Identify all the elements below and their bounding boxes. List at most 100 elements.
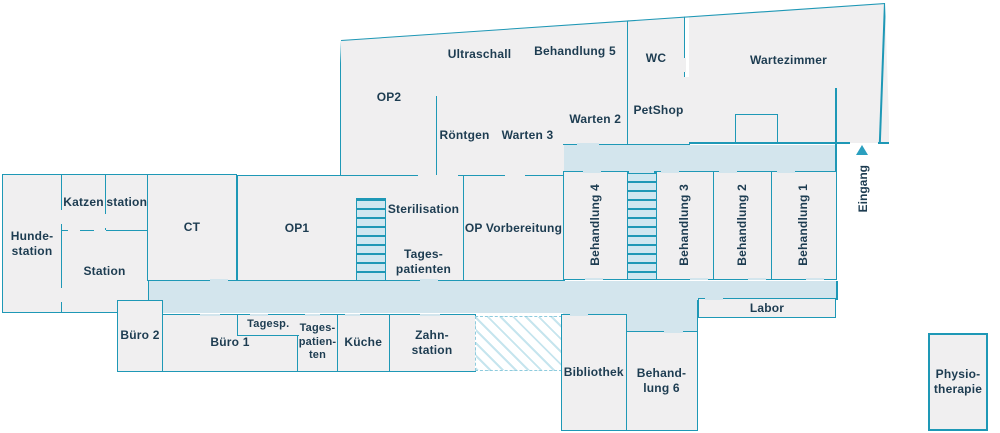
entrance-arrow-icon — [856, 145, 868, 155]
door-gap — [491, 128, 494, 148]
room-station-label: Station — [83, 264, 126, 278]
corridor-upper-right — [564, 144, 835, 172]
room-buero2-label: Büro 2 — [120, 328, 160, 343]
room-behandlung2-label: Behandlung 2 — [735, 184, 750, 266]
room-op2: OP2 — [340, 18, 438, 177]
room-katzenstation-left: Katzen — [60, 174, 107, 232]
room-behandlung3-label: Behandlung 3 — [677, 184, 692, 266]
room-tagespatienten-unten-label: Tages- patien- ten — [298, 321, 337, 362]
room-bibliothek: Bibliothek — [560, 313, 627, 431]
room-labor: Labor — [698, 298, 836, 318]
room-sterilisation: Sterilisation — [384, 175, 464, 245]
room-op2-label: OP2 — [376, 89, 402, 104]
room-petshop-label: PetShop — [633, 102, 684, 117]
room-op-vorbereitung-label: OP Vorbereitung — [464, 220, 563, 235]
door-gap — [68, 230, 80, 233]
door-gap — [690, 277, 708, 280]
room-zahnstation-label: Zahn- station — [411, 327, 453, 357]
room-kueche-label: Küche — [344, 335, 383, 349]
room-roentgen: Röntgen — [436, 95, 493, 177]
room-behandlung5: Behandlung 5 — [522, 6, 629, 97]
door-gap — [705, 298, 723, 301]
room-behandlung1: Behandlung 1 — [771, 170, 837, 280]
wall-corridor-right-end — [835, 281, 838, 300]
wartezimmer-vestibule — [735, 113, 778, 143]
door-gap — [806, 277, 824, 280]
door-gap — [683, 58, 686, 72]
door-gap — [585, 277, 603, 280]
room-tagespatienten-mitte: Tages- patienten — [384, 243, 464, 281]
door-gap — [60, 210, 63, 224]
door-gap — [390, 243, 406, 246]
wall-wartezimmer-bottom-corner — [878, 141, 889, 144]
door-gap — [661, 170, 679, 173]
door-gap — [60, 288, 63, 302]
room-behandlung1-label: Behandlung 1 — [796, 184, 811, 266]
top-building-section: OP2 Ultraschall Behandlung 5 Röntgen War… — [335, 3, 891, 181]
room-petshop: PetShop — [627, 76, 690, 145]
room-wc: WC — [627, 40, 685, 78]
door-gap — [200, 313, 220, 316]
door-gap — [104, 214, 107, 228]
room-behandlung3: Behandlung 3 — [655, 170, 715, 280]
room-behandlung2: Behandlung 2 — [713, 170, 773, 280]
room-behandlung4-label: Behandlung 4 — [588, 184, 603, 266]
room-katzen-station-label: station — [106, 195, 148, 210]
wall-wartezimmer-bottom — [688, 141, 850, 144]
room-hundestation: Hunde- station — [2, 174, 62, 313]
room-wartezimmer: Wartezimmer — [688, 3, 889, 143]
room-sterilisation-label: Sterilisation — [387, 202, 460, 217]
room-wartezimmer-label: Wartezimmer — [749, 52, 828, 67]
room-buero1-label: Büro 1 — [210, 335, 250, 349]
door-gap — [777, 170, 795, 173]
door-gap — [420, 279, 438, 282]
door-gap — [418, 175, 458, 178]
room-tagesp-label: Tagesp. — [247, 318, 290, 331]
corridor-main-right — [655, 281, 837, 300]
room-ultraschall: Ultraschall — [436, 12, 524, 97]
room-behandlung5-label: Behandlung 5 — [534, 43, 616, 58]
door-gap — [577, 143, 599, 146]
room-warten3-label: Warten 3 — [501, 128, 554, 142]
room-tagespatienten-unten: Tages- patien- ten — [297, 313, 338, 372]
door-gap — [305, 313, 320, 316]
room-zahnstation: Zahn- station — [388, 313, 476, 372]
door-gap — [664, 330, 683, 333]
room-physiotherapie: Physio- therapie — [928, 333, 988, 431]
room-closet — [627, 5, 685, 42]
room-warten2: Warten 2 — [563, 95, 629, 145]
stair-landing — [353, 175, 387, 202]
door-gap — [420, 313, 440, 316]
room-physiotherapie-label: Physio- therapie — [933, 367, 983, 396]
room-ultraschall-label: Ultraschall — [447, 46, 512, 61]
unfinished-area-hatched — [475, 316, 562, 371]
door-gap — [210, 279, 228, 282]
room-tagespatienten-mitte-label: Tages- patienten — [395, 246, 452, 276]
room-ct-label: CT — [183, 220, 201, 234]
door-gap — [748, 277, 766, 280]
door-gap — [94, 230, 106, 233]
staircase-2 — [627, 170, 657, 280]
room-ct: CT — [147, 174, 237, 281]
room-katzen-label: Katzen — [63, 195, 104, 210]
room-labor-label: Labor — [749, 301, 785, 315]
room-behandlung4: Behandlung 4 — [563, 170, 629, 280]
room-kueche: Küche — [336, 313, 390, 372]
room-warten3: Warten 3 — [491, 95, 565, 177]
corridor-main-left — [148, 281, 565, 313]
door-gap — [583, 170, 601, 173]
room-wc-label: WC — [645, 51, 667, 66]
room-behandlung6: Behand- lung 6 — [625, 330, 698, 431]
door-gap — [719, 170, 737, 173]
door-gap — [570, 313, 588, 316]
door-gap — [345, 313, 360, 316]
room-op1: OP1 — [237, 175, 357, 281]
room-bibliothek-label: Bibliothek — [563, 364, 624, 379]
room-buero2: Büro 2 — [117, 300, 163, 372]
door-gap — [629, 170, 654, 173]
room-op1-label: OP1 — [284, 220, 310, 235]
room-behandlung6-label: Behand- lung 6 — [636, 365, 687, 395]
room-roentgen-label: Röntgen — [439, 128, 490, 142]
wall-wartezimmer-interior — [834, 88, 837, 172]
